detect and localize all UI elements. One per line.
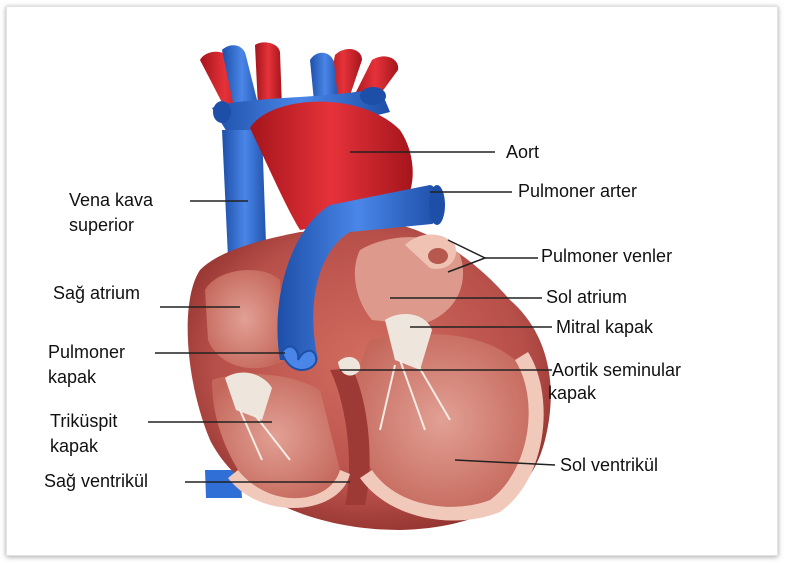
label-trikuspit: Triküspit — [50, 410, 117, 432]
label-superior: superior — [69, 214, 134, 236]
label-aortik-kapak: kapak — [548, 382, 596, 404]
label-pulmoner-venler: Pulmoner venler — [541, 245, 672, 267]
label-aort: Aort — [506, 141, 539, 163]
label-pulmoner: Pulmoner — [48, 341, 125, 363]
label-trikuspit-kapak: kapak — [50, 435, 98, 457]
label-mitral-kapak: Mitral kapak — [556, 316, 653, 338]
label-sag-ventrikul: Sağ ventrikül — [44, 470, 148, 492]
label-pulmoner-arter: Pulmoner arter — [518, 180, 637, 202]
label-aortik-seminular: Aortik seminular — [552, 359, 681, 381]
label-pulmoner-kapak: kapak — [48, 366, 96, 388]
label-vena-kava: Vena kava — [69, 189, 153, 211]
label-sag-atrium: Sağ atrium — [53, 282, 140, 304]
label-sol-ventrikul: Sol ventrikül — [560, 454, 658, 476]
label-sol-atrium: Sol atrium — [546, 286, 627, 308]
